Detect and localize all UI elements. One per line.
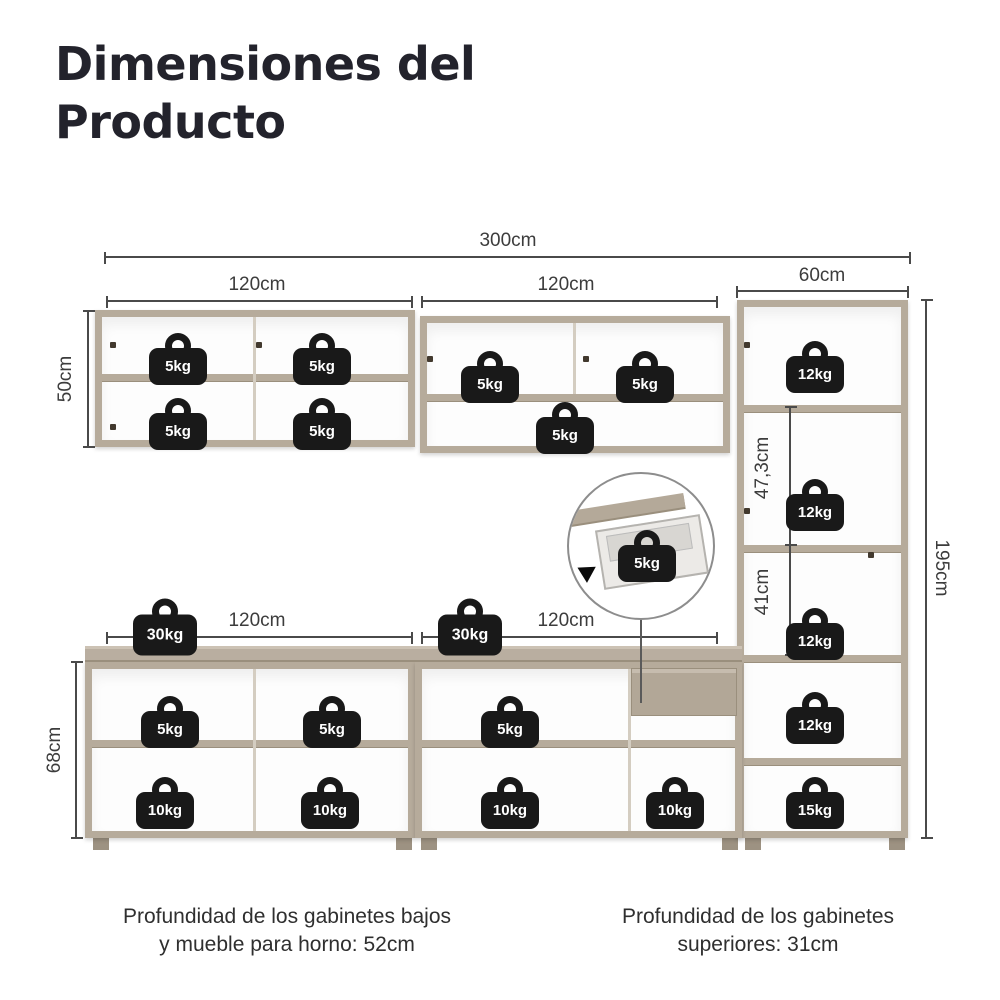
dim-label-base-height: 68cm: [44, 726, 65, 774]
drawer-detail-inset: 5kg: [567, 472, 715, 620]
countertop: [85, 646, 742, 662]
shelf: [427, 394, 723, 401]
kettlebell-weight-label: 5kg: [481, 711, 539, 748]
hinge-dot: [744, 342, 750, 348]
weight-badge: 5kg: [141, 696, 199, 748]
drawer-front: [631, 668, 737, 716]
hinge-dot: [583, 356, 589, 362]
shelf: [744, 758, 901, 765]
dim-label-tall-height: 195cm: [931, 539, 952, 597]
kettlebell-weight-label: 5kg: [149, 348, 207, 385]
dim-label-tall-mid-section: 47,3cm: [752, 436, 773, 500]
cabinet-foot: [421, 838, 437, 850]
weight-badge: 10kg: [481, 777, 539, 829]
kettlebell-weight-label: 12kg: [786, 707, 844, 744]
hinge-dot: [110, 342, 116, 348]
dim-label-upper-height: 50cm: [55, 355, 76, 403]
dim-line-upper-left-width: [106, 296, 413, 308]
hinge-dot: [256, 342, 262, 348]
kettlebell-weight-label: 30kg: [133, 614, 197, 656]
kettlebell-weight-label: 12kg: [786, 494, 844, 531]
cabinet-foot: [93, 838, 109, 850]
kettlebell-weight-label: 10kg: [301, 792, 359, 829]
inset-arrow-icon: [577, 559, 601, 583]
weight-badge: 10kg: [301, 777, 359, 829]
inset-leader-line: [640, 617, 642, 703]
kettlebell-weight-label: 5kg: [149, 413, 207, 450]
dim-line-upper-mid-width: [421, 296, 718, 308]
weight-badge: 5kg: [618, 530, 676, 582]
kettlebell-weight-label: 10kg: [646, 792, 704, 829]
weight-badge: 5kg: [149, 398, 207, 450]
dim-label-base-mid-width: 120cm: [537, 610, 595, 631]
weight-badge: 12kg: [786, 608, 844, 660]
weight-badge: 5kg: [461, 351, 519, 403]
weight-badge: 30kg: [133, 598, 197, 656]
cabinet-foot: [722, 838, 738, 850]
shelf: [744, 545, 901, 552]
weight-badge: 10kg: [136, 777, 194, 829]
divider: [253, 317, 256, 440]
weight-badge: 12kg: [786, 341, 844, 393]
kettlebell-weight-label: 5kg: [293, 413, 351, 450]
weight-badge: 5kg: [536, 402, 594, 454]
dim-label-base-left-width: 120cm: [228, 610, 286, 631]
kettlebell-weight-label: 12kg: [786, 356, 844, 393]
base-left-cabinet: [85, 662, 415, 838]
weight-badge: 12kg: [786, 692, 844, 744]
kettlebell-weight-label: 5kg: [461, 366, 519, 403]
hinge-dot: [868, 552, 874, 558]
kettlebell-weight-label: 12kg: [786, 623, 844, 660]
dim-label-tall-width: 60cm: [798, 265, 846, 286]
weight-badge: 30kg: [438, 598, 502, 656]
weight-badge: 5kg: [293, 398, 351, 450]
hinge-dot: [744, 508, 750, 514]
kettlebell-weight-label: 30kg: [438, 614, 502, 656]
kettlebell-weight-label: 5kg: [616, 366, 674, 403]
weight-badge: 5kg: [481, 696, 539, 748]
caption-upper-depth: Profundidad de los gabinetes superiores:…: [621, 905, 895, 957]
hinge-dot: [427, 356, 433, 362]
weight-badge: 15kg: [786, 777, 844, 829]
weight-badge: 10kg: [646, 777, 704, 829]
dim-line-total-width: [104, 252, 911, 264]
kettlebell-weight-label: 5kg: [618, 545, 676, 582]
weight-badge: 12kg: [786, 479, 844, 531]
cabinet-foot: [889, 838, 905, 850]
divider: [573, 323, 576, 394]
kettlebell-weight-label: 10kg: [481, 792, 539, 829]
dim-label-upper-left-width: 120cm: [228, 274, 286, 295]
kettlebell-weight-label: 5kg: [141, 711, 199, 748]
kettlebell-weight-label: 5kg: [536, 417, 594, 454]
cabinet-foot: [745, 838, 761, 850]
divider: [628, 669, 631, 831]
cabinet-foot: [396, 838, 412, 850]
kettlebell-weight-label: 15kg: [786, 792, 844, 829]
dim-line-upper-height: [83, 310, 95, 448]
weight-badge: 5kg: [149, 333, 207, 385]
kettlebell-weight-label: 5kg: [293, 348, 351, 385]
dim-line-tall-width: [736, 286, 909, 298]
dim-line-base-left-width: [106, 632, 413, 644]
shelf: [422, 740, 735, 747]
dim-label-tall-lower-section: 41cm: [752, 568, 773, 616]
kettlebell-weight-label: 10kg: [136, 792, 194, 829]
hinge-dot: [110, 424, 116, 430]
dim-label-upper-mid-width: 120cm: [537, 274, 595, 295]
dim-line-base-mid-width: [421, 632, 718, 644]
dim-line-base-height: [71, 661, 83, 839]
divider: [253, 669, 256, 831]
weight-badge: 5kg: [293, 333, 351, 385]
dim-label-total-width: 300cm: [479, 230, 537, 251]
weight-badge: 5kg: [616, 351, 674, 403]
upper-left-cabinet: [95, 310, 415, 447]
dim-line-tall-height: [921, 299, 933, 839]
page-title: Dimensiones del Producto: [55, 37, 476, 149]
shelf: [744, 405, 901, 412]
caption-base-depth: Profundidad de los gabinetes bajos y mue…: [122, 905, 452, 957]
shelf: [92, 740, 408, 747]
kettlebell-weight-label: 5kg: [303, 711, 361, 748]
weight-badge: 5kg: [303, 696, 361, 748]
